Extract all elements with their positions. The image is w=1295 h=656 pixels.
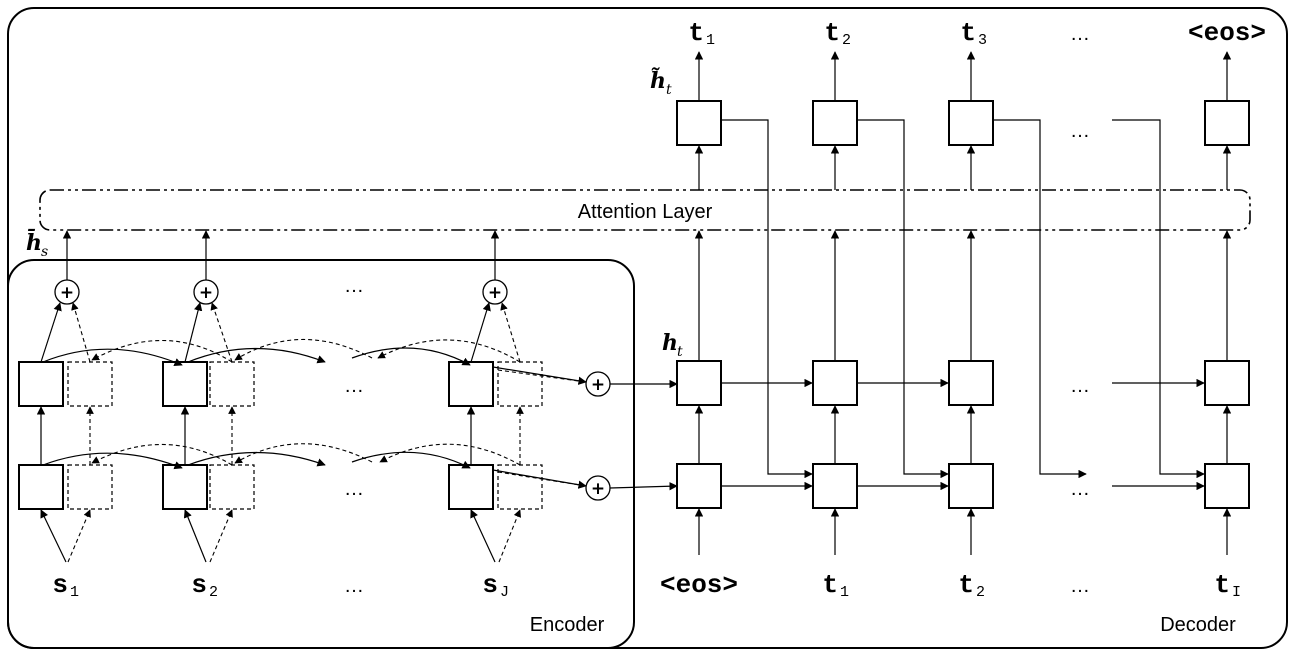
plus-symbol: + [591, 375, 605, 395]
svg-text:3: 3 [978, 32, 987, 49]
plus-symbol: + [60, 283, 74, 303]
decoder-attentional-cell [676, 100, 722, 146]
decoder-output-token: … [1070, 23, 1090, 45]
svg-text:s: s [191, 570, 207, 600]
svg-text:t: t [1214, 570, 1230, 600]
encoder-input-token: s 2 [191, 570, 218, 601]
decoder-bottom-cell [676, 463, 722, 509]
ellipsis: … [344, 478, 364, 500]
plus-symbol: + [488, 283, 502, 303]
decoder-attentional-cell [1204, 100, 1250, 146]
svg-text:h̃: h̃ [650, 68, 666, 94]
svg-text:s: s [52, 570, 68, 600]
svg-text:…: … [1070, 575, 1090, 597]
ellipsis: … [1070, 120, 1090, 142]
decoder-output-token: t 1 [688, 18, 715, 49]
h-t-label: h t [662, 330, 683, 360]
ellipsis: … [344, 275, 364, 297]
svg-text:…: … [1070, 23, 1090, 45]
decoder-top-cell [948, 360, 994, 406]
encoder-fwd-cell [448, 361, 494, 407]
decoder-input-token: <eos> [660, 570, 738, 600]
decoder-caption: Decoder [1160, 614, 1236, 636]
svg-text:t: t [958, 570, 974, 600]
encoder-fwd-cell [162, 361, 208, 407]
encoder-backward-connections [67, 302, 587, 563]
svg-text:J: J [500, 584, 509, 601]
encoder-input-token: … [344, 575, 364, 597]
svg-text:t: t [666, 82, 672, 98]
encoder-connections [36, 230, 678, 563]
decoder-attentional-cell [948, 100, 994, 146]
decoder-input-token: t 1 [822, 570, 849, 601]
decoder-frame [7, 7, 1288, 649]
svg-text:h: h [662, 330, 678, 356]
encoder-bwd-cell [67, 361, 113, 407]
decoder-top-cell [676, 360, 722, 406]
svg-text:1: 1 [706, 32, 715, 49]
svg-text:t: t [688, 18, 704, 48]
attention-layer-label: Attention Layer [578, 201, 713, 223]
encoder-input-token: s J [482, 570, 509, 601]
encoder-fwd-cell [18, 464, 64, 510]
decoder-bottom-cell [1204, 463, 1250, 509]
svg-text:<eos>: <eos> [1188, 18, 1266, 48]
svg-text:2: 2 [842, 32, 851, 49]
attention-layer-box [39, 189, 1251, 231]
encoder-bwd-cell [209, 361, 255, 407]
svg-text:t: t [822, 570, 838, 600]
svg-text:…: … [344, 575, 364, 597]
encoder-fwd-cell [448, 464, 494, 510]
decoder-input-token: t I [1214, 570, 1241, 601]
svg-text:I: I [1232, 584, 1241, 601]
svg-text:1: 1 [70, 584, 79, 601]
decoder-attentional-cell [812, 100, 858, 146]
encoder-input-tokens: s 1 s 2 … s J [52, 570, 509, 601]
svg-text:1: 1 [840, 584, 849, 601]
svg-text:<eos>: <eos> [660, 570, 738, 600]
encoder-bwd-cell [209, 464, 255, 510]
plus-symbol: + [591, 479, 605, 499]
plus-symbol: + [199, 283, 213, 303]
svg-text:t: t [824, 18, 840, 48]
svg-text:h̄: h̄ [26, 228, 42, 256]
svg-text:s: s [482, 570, 498, 600]
ellipsis: … [1070, 375, 1090, 397]
encoder-caption: Encoder [530, 614, 605, 636]
ellipsis: … [344, 375, 364, 397]
decoder-bottom-cell [948, 463, 994, 509]
decoder-input-token: … [1070, 575, 1090, 597]
svg-text:s: s [41, 244, 48, 260]
encoder-frame [7, 259, 635, 649]
decoder-output-token: <eos> [1188, 18, 1266, 48]
decoder-output-token: t 3 [960, 18, 987, 49]
h-bar-s-label: h̄ s [26, 228, 48, 260]
encoder-fwd-cell [18, 361, 64, 407]
encoder-bwd-cell [67, 464, 113, 510]
decoder-connections [694, 51, 1232, 555]
h-tilde-t-label: h̃ t [650, 68, 672, 98]
svg-text:t: t [677, 344, 683, 360]
encoder-fwd-cell [162, 464, 208, 510]
encoder-input-token: s 1 [52, 570, 79, 601]
svg-text:2: 2 [976, 584, 985, 601]
svg-text:t: t [960, 18, 976, 48]
decoder-output-tokens: t 1 t 2 t 3 … <eos> [688, 18, 1266, 49]
decoder-top-cell [812, 360, 858, 406]
ellipsis: … [1070, 478, 1090, 500]
decoder-input-tokens: <eos> t 1 t 2 … t I [660, 570, 1241, 601]
svg-text:2: 2 [209, 584, 218, 601]
decoder-input-token: t 2 [958, 570, 985, 601]
decoder-output-token: t 2 [824, 18, 851, 49]
decoder-top-cell [1204, 360, 1250, 406]
decoder-bottom-cell [812, 463, 858, 509]
